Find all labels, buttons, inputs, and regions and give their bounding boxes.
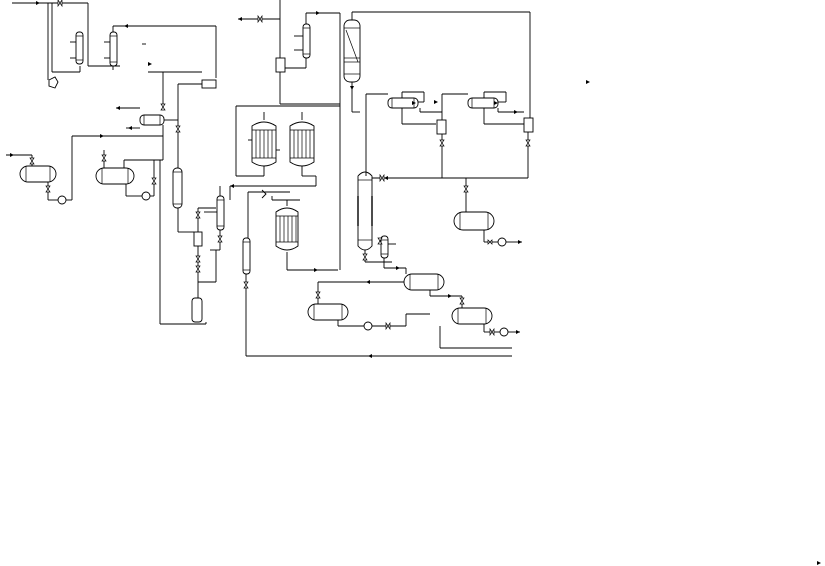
- reactor-manifold: [229, 184, 316, 238]
- stripper-column: [357, 171, 392, 263]
- feed-tank-2: [95, 150, 163, 201]
- lower-drum: [307, 303, 430, 331]
- center-small-units: [191, 186, 225, 323]
- top-right-recycle: [365, 12, 531, 172]
- exchanger-left: [116, 106, 178, 136]
- left-return-line: [159, 136, 207, 325]
- exchanger-right-2: [467, 91, 524, 125]
- reactor-feed-lines: [235, 0, 340, 177]
- reactor-1: [248, 112, 280, 176]
- top-center-column: [285, 11, 340, 69]
- small-drum-right-1: [436, 93, 468, 178]
- exchanger-right-1: [387, 91, 442, 125]
- page-marker: [817, 561, 821, 565]
- product-drum-1: [453, 211, 522, 247]
- main-tower: [339, 11, 530, 270]
- product-drum-2: [439, 307, 520, 349]
- heater-loop: [124, 24, 217, 120]
- feed-section-top-left: [12, 0, 120, 89]
- small-drum-right-2: [523, 80, 590, 178]
- small-column-1: [70, 31, 84, 65]
- stripper-side-column: [377, 235, 406, 270]
- reactor-2: [289, 112, 317, 186]
- small-column-2: [104, 25, 216, 70]
- column-center-left: [172, 120, 194, 233]
- right-collector: [372, 173, 528, 212]
- intermediate-drum: [315, 268, 465, 308]
- column-below-reactors: [242, 237, 512, 358]
- reactor-3: [275, 200, 338, 272]
- feed-tank-1: [6, 134, 163, 205]
